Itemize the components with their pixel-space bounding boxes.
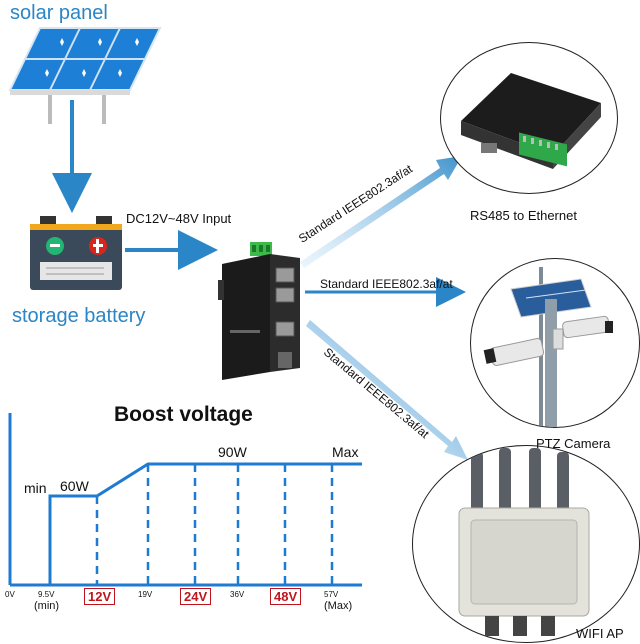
ptz-label: PTZ Camera <box>536 436 611 451</box>
battery-icon <box>30 216 122 290</box>
tick-24v: 24V <box>180 588 212 605</box>
wifi-label: WIFI AP <box>576 626 624 641</box>
ptz-camera-icon <box>483 267 613 427</box>
storage-battery-label: storage battery <box>12 305 146 327</box>
beam-to-wifi <box>306 320 468 460</box>
chart-min-label: min <box>24 480 47 496</box>
tick-57v: 57V <box>324 590 339 599</box>
tick-max-note: (Max) <box>324 600 353 612</box>
rs485-device-circle <box>440 42 618 194</box>
rs485-device-icon <box>461 73 601 169</box>
beam-to-rs485 <box>300 156 462 268</box>
poe-switch-icon <box>218 242 300 380</box>
tick-36v: 36V <box>230 590 245 599</box>
boost-voltage-chart <box>8 413 362 587</box>
chart-max-label: Max <box>332 444 359 460</box>
tick-9-5v: 9.5V <box>38 590 55 599</box>
tick-48v: 48V <box>270 588 302 605</box>
tick-0v: 0V <box>5 590 15 599</box>
standard-label-mid: Standard IEEE802.3af/at <box>320 277 453 291</box>
rs485-label: RS485 to Ethernet <box>470 208 577 223</box>
power-low-label: 60W <box>60 478 89 494</box>
wifi-ap-icon <box>458 448 590 636</box>
power-high-label: 90W <box>218 444 247 460</box>
input-voltage-label: DC12V~48V Input <box>126 211 232 226</box>
solar-panel-icon <box>8 27 162 124</box>
chart-title: Boost voltage <box>114 403 253 426</box>
ptz-device-circle <box>470 258 640 428</box>
tick-min-note: (min) <box>34 600 60 612</box>
wifi-device-circle <box>412 445 640 643</box>
tick-12v: 12V <box>84 588 116 605</box>
solar-panel-label: solar panel <box>10 2 108 24</box>
tick-19v: 19V <box>138 590 153 599</box>
